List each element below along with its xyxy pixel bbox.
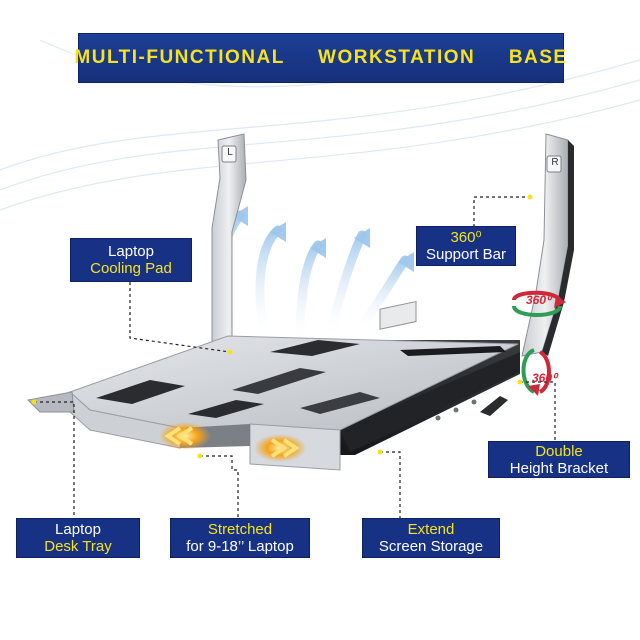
rotation-label-upper: 360⁰ <box>526 293 551 307</box>
right-arm-label: R <box>551 157 559 168</box>
airflow-arrows <box>216 210 410 345</box>
leader-lines <box>34 196 556 518</box>
callout-stretched: Stretched for 9-18’’ Laptop <box>170 518 310 558</box>
callout-double-bracket-line1: Double <box>535 442 583 460</box>
left-support-arm <box>211 133 247 343</box>
callout-support-bar-line2: Support Bar <box>425 246 507 263</box>
callout-cooling-pad-line1: Laptop <box>108 243 154 260</box>
page-title: MULTI-FUNCTIONAL WORKSTATION BASE <box>74 47 568 68</box>
right-support-arm <box>521 133 574 357</box>
callout-double-bracket-line2: Height Bracket <box>509 459 609 477</box>
rotation-indicator-upper <box>512 290 566 317</box>
callout-support-bar-line1: 360⁰ <box>450 229 482 246</box>
callout-desk-tray-line2: Desk Tray <box>44 538 112 555</box>
callout-stretched-line2: for 9-18’’ Laptop <box>186 538 294 555</box>
leader-dots <box>31 194 533 459</box>
stretch-arrows <box>159 422 306 462</box>
workstation-base <box>26 300 520 471</box>
callout-desk-tray: Laptop Desk Tray <box>16 518 140 558</box>
callout-cooling-pad-line2: Cooling Pad <box>90 260 172 277</box>
callout-desk-tray-line1: Laptop <box>55 521 101 538</box>
left-arm-label: L <box>227 147 233 158</box>
rotation-indicator-lower <box>521 348 551 396</box>
title-banner: MULTI-FUNCTIONAL WORKSTATION BASE <box>74 33 566 83</box>
callout-extend-storage: Extend Screen Storage <box>362 518 500 558</box>
callout-extend-storage-line2: Screen Storage <box>378 538 484 555</box>
callout-support-bar: 360⁰ Support Bar <box>416 226 516 266</box>
callout-stretched-line1: Stretched <box>207 521 273 538</box>
airflow-arrowheads <box>232 206 414 272</box>
callout-double-bracket: Double Height Bracket <box>488 441 630 478</box>
callout-extend-storage-line1: Extend <box>407 521 455 538</box>
rotation-label-lower: 360⁰ <box>532 371 557 385</box>
callout-cooling-pad: Laptop Cooling Pad <box>70 238 192 282</box>
